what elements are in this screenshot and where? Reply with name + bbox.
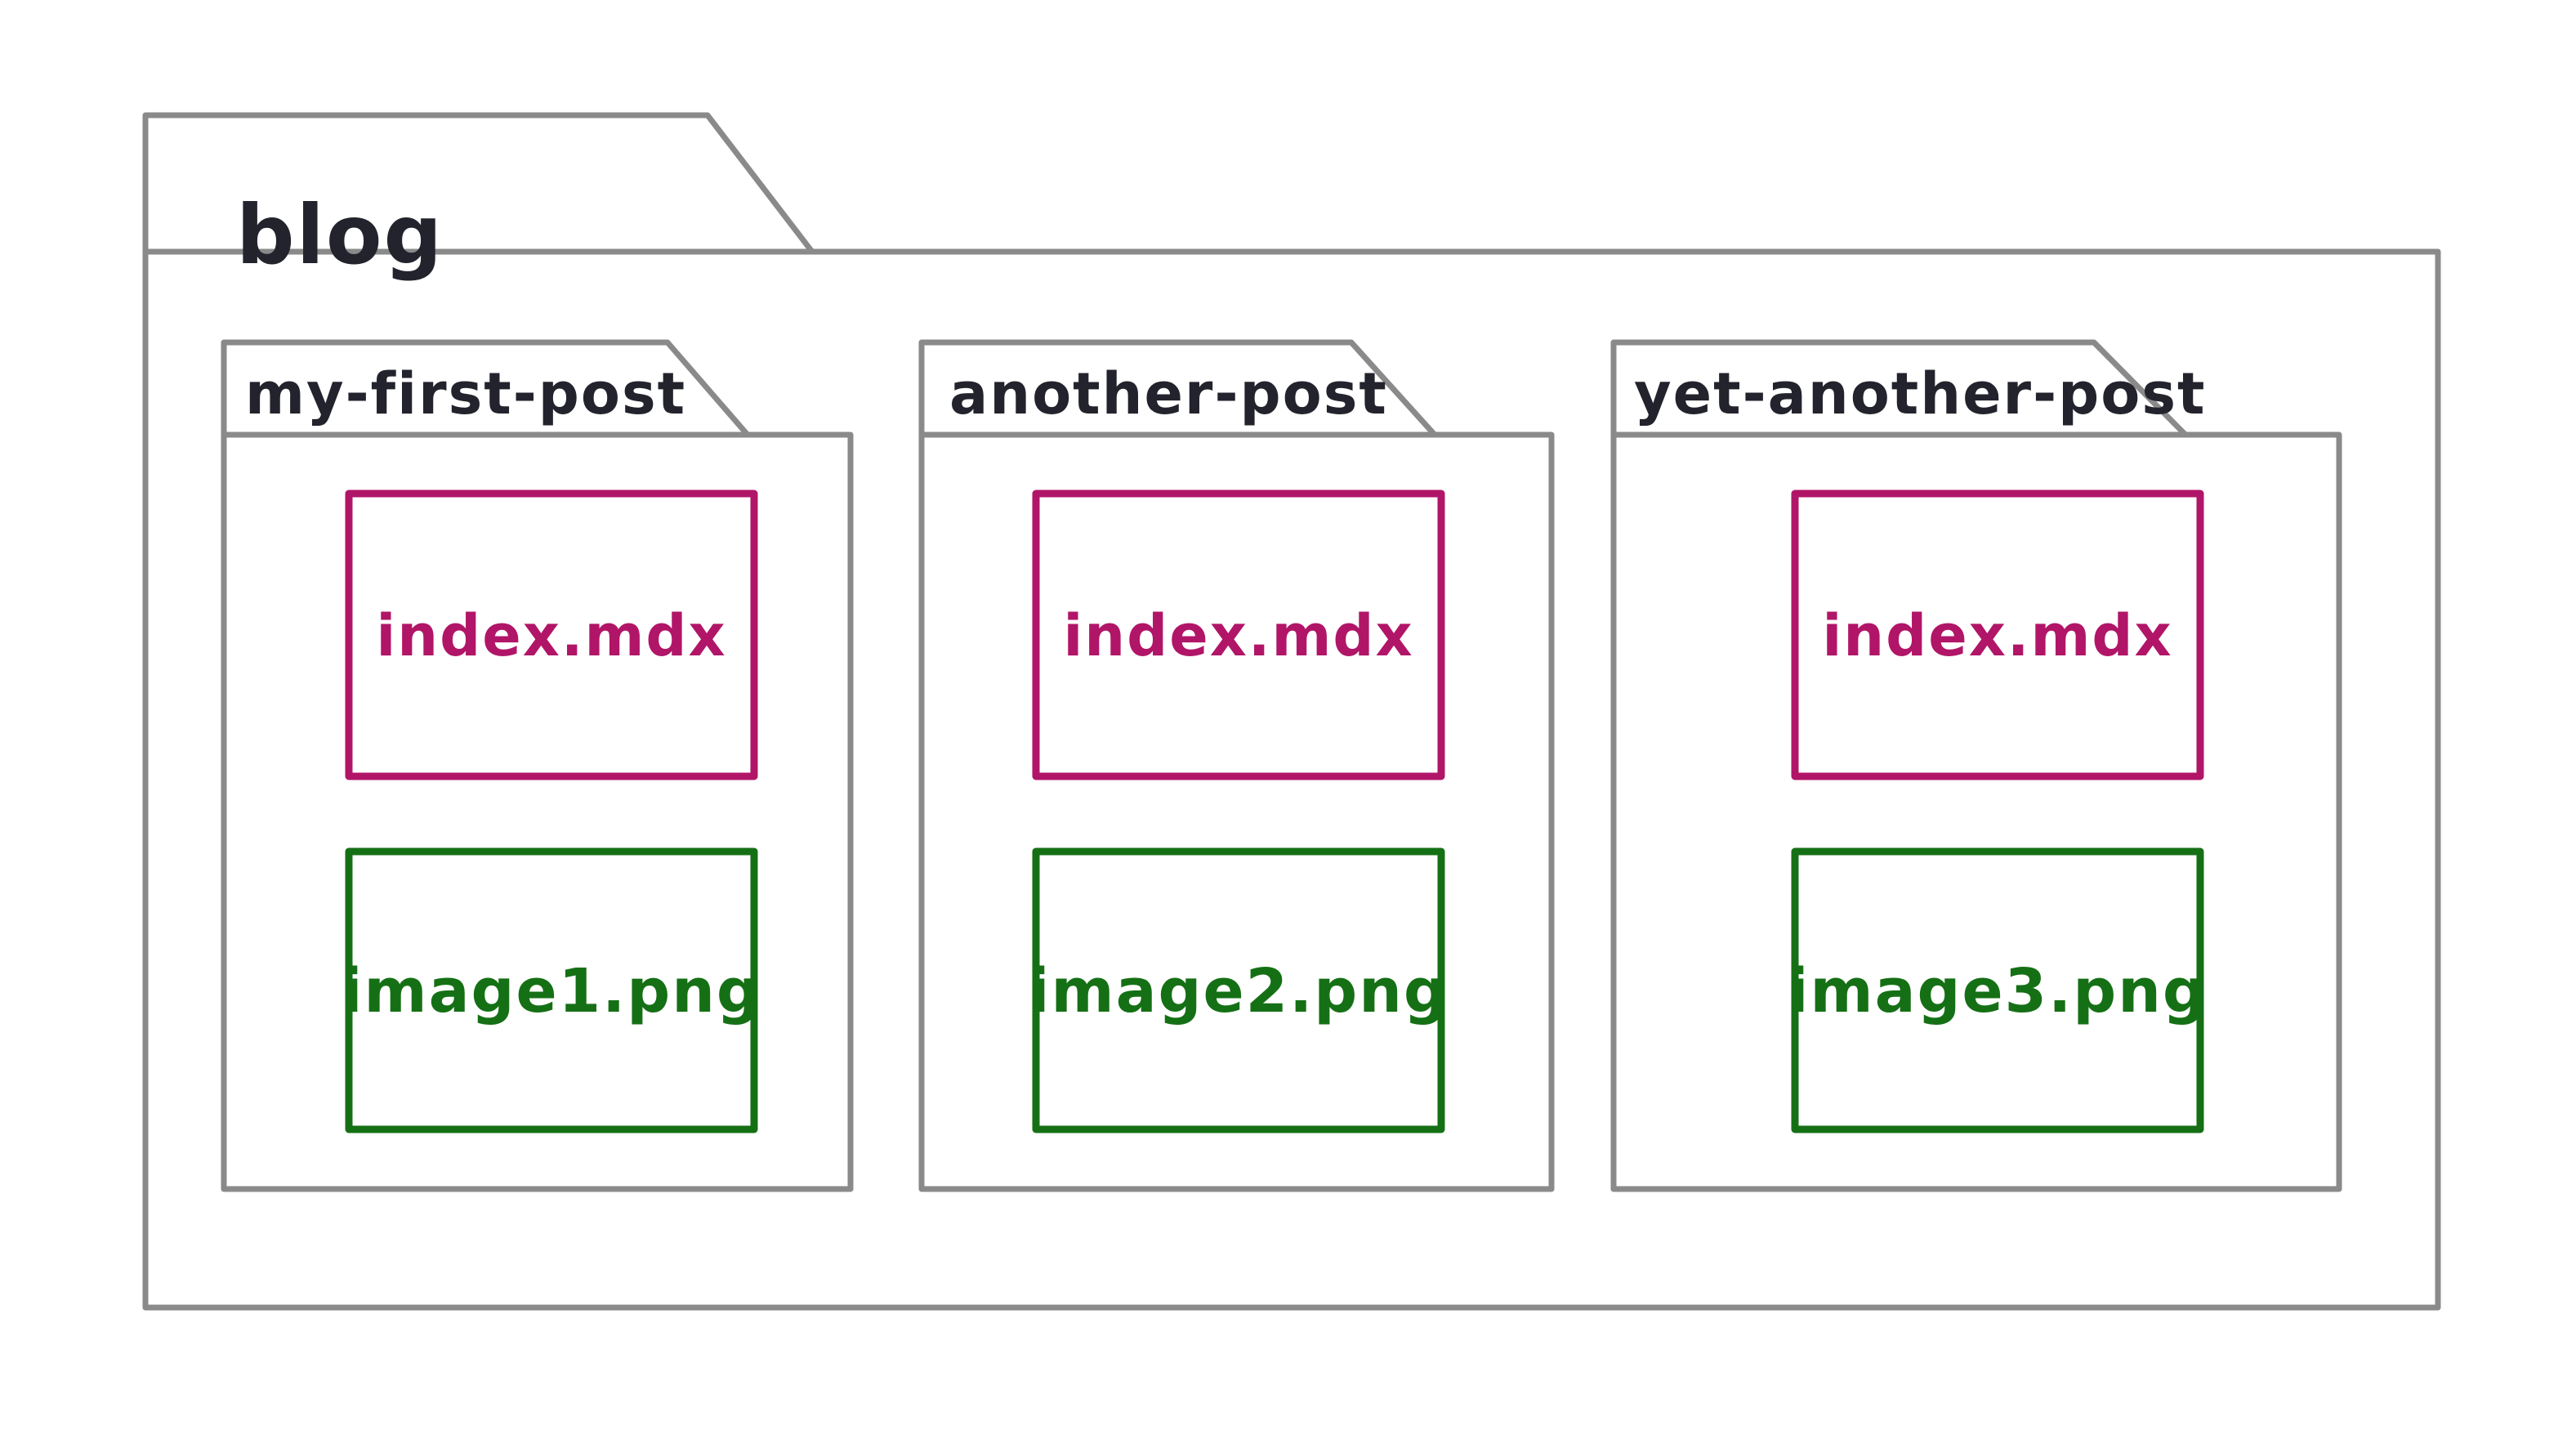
folder1-tab-outline [221,339,751,438]
folder3-body-outline [1610,431,2342,1192]
folder2-mdx-file-box [1032,490,1445,780]
folder2-png-file-box [1032,847,1445,1133]
folder1-mdx-file-label: index.mdx [376,602,726,669]
folder1-label: my-first-post [245,360,686,427]
folder1-body-outline [221,431,854,1192]
folder2-label: another-post [949,360,1388,427]
folder1-png-file-box [345,847,758,1133]
folder1-mdx-file-box [345,490,758,780]
folder1-png-file-label: image1.png [342,956,761,1026]
blog-folder-tab-outline [142,112,815,255]
folder2-mdx-file-label: index.mdx [1063,602,1413,669]
folder2-tab-outline [918,339,1438,438]
blog-folder-label: blog [236,187,444,283]
folder3-label: yet-another-post [1634,360,2206,427]
folder3-tab-outline [1610,339,2189,438]
folder2-body-outline [918,431,1555,1192]
folder3-png-file-label: image3.png [1788,956,2208,1026]
folder3-mdx-file-label: index.mdx [1822,602,2172,669]
blog-folder-body-outline [142,248,2441,1311]
folder3-png-file-box [1791,847,2204,1133]
folder2-png-file-label: image2.png [1029,956,1449,1026]
folder3-mdx-file-box [1791,490,2204,780]
